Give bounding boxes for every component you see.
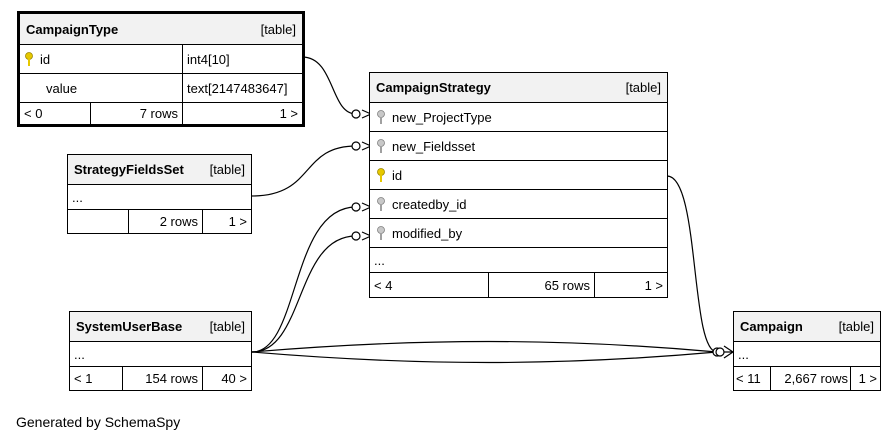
table-kind: [table] — [209, 162, 245, 177]
primary-key-icon — [377, 168, 385, 182]
children-count[interactable]: 40 > — [202, 367, 251, 390]
primary-key-icon — [25, 52, 33, 66]
optional-marker — [715, 347, 725, 357]
column-row[interactable]: value text[2147483647] — [20, 74, 302, 103]
ellipsis: ... — [74, 346, 85, 362]
column-name-cell: id — [20, 45, 182, 73]
parents-count[interactable]: < 4 — [374, 277, 393, 293]
table-header: CampaignStrategy [table] — [370, 73, 667, 103]
parents-count[interactable]: < 11 — [736, 371, 761, 386]
foreign-key-icon — [377, 197, 385, 211]
table-name: StrategyFieldsSet — [74, 162, 184, 177]
edge-systemuserbase-to-campaign-b — [251, 351, 718, 364]
column-row[interactable]: createdby_id — [370, 190, 667, 219]
row-count: 7 rows — [90, 103, 182, 124]
column-row[interactable]: modified_by — [370, 219, 667, 248]
column-type: int4[10] — [182, 45, 302, 73]
optional-marker — [351, 109, 361, 119]
edge-strategyfieldsset-to-new-fieldsset — [251, 145, 357, 197]
table-header: CampaignType [table] — [20, 14, 302, 45]
optional-marker — [351, 202, 361, 212]
table-footer: < 11 2,667 rows 1 > — [734, 367, 880, 390]
table-name: CampaignType — [26, 21, 119, 37]
column-name: id — [392, 167, 403, 183]
column-name: new_ProjectType — [392, 109, 492, 125]
column-name: createdby_id — [392, 196, 467, 212]
table-footer: < 4 65 rows 1 > — [370, 273, 667, 297]
column-row[interactable]: id int4[10] — [20, 45, 302, 74]
edge-systemuserbase-to-campaign-a — [251, 340, 718, 353]
row-count: 2 rows — [128, 210, 202, 233]
more-columns: ... — [370, 248, 667, 273]
foreign-key-icon — [377, 226, 385, 240]
table-campaignstrategy[interactable]: CampaignStrategy [table] new_ProjectType… — [369, 72, 668, 298]
table-header: SystemUserBase [table] — [70, 312, 251, 342]
row-count: 65 rows — [488, 273, 594, 297]
table-kind: [table] — [260, 21, 296, 37]
column-row[interactable]: new_Fieldsset — [370, 132, 667, 161]
table-footer: 2 rows 1 > — [68, 210, 251, 233]
table-header: StrategyFieldsSet [table] — [68, 155, 251, 185]
column-row[interactable]: id — [370, 161, 667, 190]
more-columns: ... — [70, 342, 251, 367]
column-name: new_Fieldsset — [392, 138, 476, 154]
ellipsis: ... — [72, 189, 83, 205]
children-count[interactable]: 1 > — [182, 103, 302, 124]
foreign-key-icon — [377, 139, 385, 153]
children-count[interactable]: 1 > — [594, 273, 667, 297]
parents-count[interactable]: < 1 — [74, 371, 93, 386]
column-name: modified_by — [392, 225, 463, 241]
column-name: id — [40, 51, 51, 67]
table-kind: [table] — [838, 319, 874, 334]
children-count[interactable]: 1 > — [850, 367, 880, 390]
table-campaigntype[interactable]: CampaignType [table] id int4[10] value t… — [17, 11, 305, 127]
edge-campaignstrategy-id-to-campaign — [666, 175, 718, 353]
table-footer: < 1 154 rows 40 > — [70, 367, 251, 390]
table-kind: [table] — [625, 80, 661, 95]
table-kind: [table] — [209, 319, 245, 334]
table-footer: < 0 7 rows 1 > — [20, 103, 302, 124]
table-name: Campaign — [740, 319, 803, 334]
column-name: value — [46, 80, 78, 96]
row-count: 154 rows — [122, 367, 202, 390]
parents-count[interactable] — [68, 210, 128, 233]
optional-marker — [351, 231, 361, 241]
column-type: text[2147483647] — [182, 74, 302, 102]
edge-systemuserbase-to-modified-by — [251, 235, 357, 353]
children-count[interactable]: 1 > — [202, 210, 251, 233]
table-systemuserbase[interactable]: SystemUserBase [table] ... < 1 154 rows … — [69, 311, 252, 391]
edge-systemuserbase-to-createdby — [251, 206, 357, 353]
table-campaign[interactable]: Campaign [table] ... < 11 2,667 rows 1 > — [733, 311, 881, 391]
edge-campaigntype-to-new-projecttype — [301, 56, 357, 115]
generated-by-text: Generated by SchemaSpy — [16, 414, 181, 430]
table-strategyfieldsset[interactable]: StrategyFieldsSet [table] ... 2 rows 1 > — [67, 154, 252, 234]
table-name: CampaignStrategy — [376, 80, 491, 95]
more-columns: ... — [68, 185, 251, 210]
optional-marker — [351, 141, 361, 151]
parents-count[interactable]: < 0 — [24, 106, 43, 121]
table-name: SystemUserBase — [76, 319, 183, 334]
row-count: 2,667 rows — [770, 367, 850, 390]
ellipsis: ... — [374, 252, 385, 268]
ellipsis: ... — [738, 346, 749, 362]
more-columns: ... — [734, 342, 880, 367]
foreign-key-icon — [377, 110, 385, 124]
column-row[interactable]: new_ProjectType — [370, 103, 667, 132]
table-header: Campaign [table] — [734, 312, 880, 342]
